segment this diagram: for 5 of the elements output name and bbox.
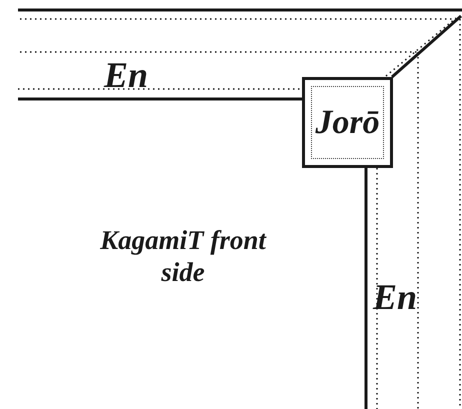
area-label: KagamiT front side bbox=[99, 224, 268, 289]
node-label: Jorō bbox=[315, 106, 380, 140]
corner-post-box bbox=[302, 77, 393, 168]
area-label: En bbox=[373, 276, 418, 319]
area-label: En bbox=[104, 54, 150, 97]
